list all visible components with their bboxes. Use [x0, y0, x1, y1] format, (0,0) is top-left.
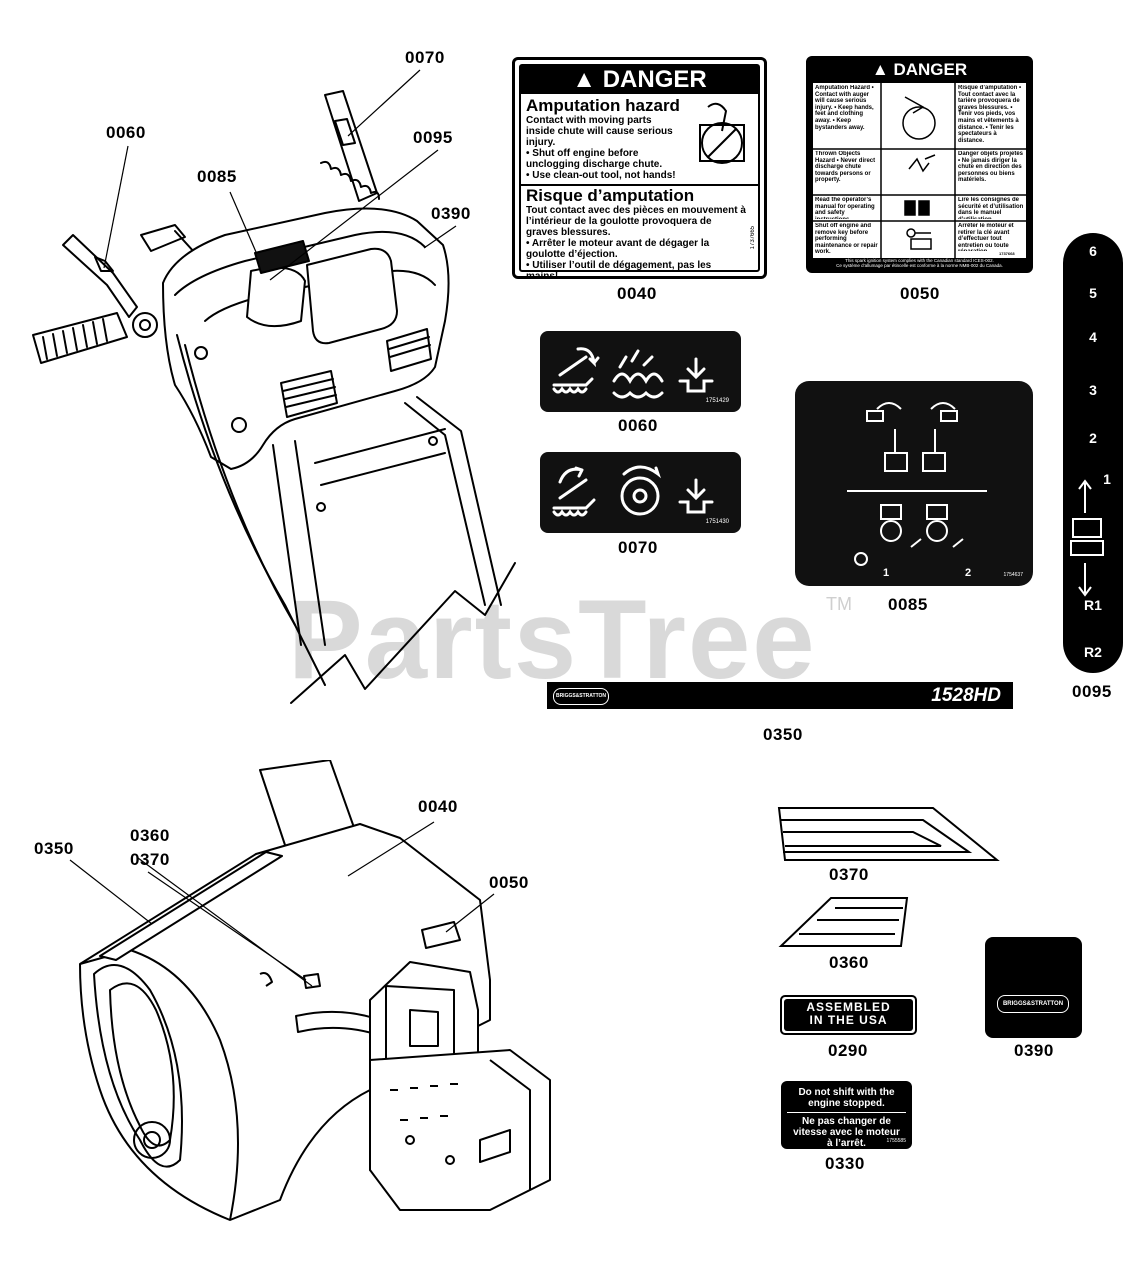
label-0330: 0330	[825, 1154, 865, 1173]
label-0095: 0095	[1072, 682, 1112, 701]
decal-0060-part-no: 1751429	[705, 398, 729, 404]
decal-0050-part-no: 1737668	[999, 251, 1015, 256]
warning-triangle-icon: ▲	[572, 66, 603, 93]
auger-housing-drawing	[79, 760, 551, 1221]
decal-0040-body-fr: Tout contact avec des pièces en mouvemen…	[526, 205, 746, 238]
decal-0070-part-no: 1751430	[705, 519, 729, 525]
partstree-watermark: PartsTree	[288, 577, 817, 702]
decal-0050-cell-4-fr: Arrêter le moteur et retirer la clé avan…	[958, 223, 1014, 251]
callout-0070: 0070	[405, 48, 445, 67]
gear-1: 1	[1103, 471, 1111, 487]
decal-0085-step-1: 1	[883, 567, 890, 579]
gear-5: 5	[1089, 285, 1097, 301]
decal-0290-assembled-usa: ASSEMBLED IN THE USA	[780, 995, 917, 1035]
decal-0330-shift-warning: Do not shift with the engine stopped. Ne…	[781, 1081, 912, 1149]
label-0370: 0370	[829, 865, 869, 884]
callout-0350: 0350	[34, 839, 74, 858]
gear-6: 6	[1089, 243, 1097, 259]
decal-0050-cell-2-en: Thrown Objects Hazard • Never direct dis…	[815, 151, 876, 184]
drive-engage-icons	[552, 465, 714, 517]
briggs-stratton-logo: BRIGGS&STRATTON	[997, 995, 1069, 1013]
hand-in-chute-prohibited-icon	[699, 102, 745, 164]
decal-0050-footer-2: Ce système d’allumage par étincelle est …	[836, 263, 1003, 268]
decal-0050-cell-3-fr: Lire les consignes de sécurité et d’util…	[958, 197, 1024, 219]
label-0040: 0040	[617, 284, 657, 303]
decal-0330-line-fr: Ne pas changer de vitesse avec le moteur…	[793, 1116, 900, 1149]
label-0360: 0360	[829, 953, 869, 972]
decal-0040-bullet-fr-1: • Arrêter le moteur avant de dégager la …	[526, 238, 710, 260]
leader-lines-top	[103, 69, 457, 281]
briggs-stratton-logo: BRIGGS&STRATTON	[553, 688, 609, 705]
gear-4: 4	[1089, 329, 1097, 345]
callout-0370: 0370	[130, 850, 170, 869]
callout-0085: 0085	[197, 167, 237, 186]
callout-0060: 0060	[106, 123, 146, 142]
decal-0085-chute-control: 1 2 1754637	[795, 381, 1033, 586]
decal-0330-part-no: 1755585	[886, 1138, 906, 1144]
decal-0360-stripe	[778, 897, 909, 947]
decal-0040-body-en: Contact with moving parts inside chute w…	[526, 115, 673, 148]
label-0290: 0290	[828, 1041, 868, 1060]
decal-0095-gear-indicator: 6 5 4 3 2 1 R1 R2	[1063, 233, 1123, 673]
auger-engage-icons	[552, 347, 714, 399]
label-0350: 0350	[763, 725, 803, 744]
decal-0050-footer-1: This spark ignition system complies with…	[845, 258, 994, 263]
decal-0370-stripe	[777, 807, 1000, 861]
label-0060: 0060	[618, 416, 658, 435]
decal-0060-auger-control: 1751429	[540, 331, 741, 412]
decal-0290-line-1: ASSEMBLED	[806, 1000, 891, 1014]
decal-0050-header: DANGER	[893, 60, 968, 79]
decal-0050-danger-multi: ▲ DANGER Amputation Hazard • Contact wit…	[806, 56, 1033, 273]
callout-0095: 0095	[413, 128, 453, 147]
decal-0290-line-2: IN THE USA	[809, 1013, 888, 1027]
control-panel-drawing	[32, 90, 516, 704]
leader-lines-bottom	[69, 821, 495, 987]
decal-0050-cell-3-en: Read the operator’s manual for operating…	[815, 197, 875, 219]
decal-0330-line-en: Do not shift with the engine stopped.	[798, 1087, 895, 1109]
decal-0085-part-no: 1754637	[1003, 572, 1023, 578]
decal-0050-grid-lines	[813, 83, 1026, 258]
callout-0360: 0360	[130, 826, 170, 845]
decal-0350-model-stripe: BRIGGS&STRATTON 1528HD	[547, 682, 1013, 709]
trademark-symbol: TM	[826, 594, 852, 614]
decal-0050-cell-4-en: Shut off engine and remove key before pe…	[815, 223, 878, 256]
decal-0040-bullet-en-2: • Use clean-out tool, not hands!	[526, 170, 676, 181]
callout-0040: 0040	[418, 797, 458, 816]
decal-0050-cell-2-fr: Danger objets projetés • Ne jamais dirig…	[958, 151, 1024, 184]
decal-0390-brand-plate: BRIGGS&STRATTON	[985, 937, 1082, 1038]
forward-reverse-arrow-icon	[1070, 479, 1104, 597]
decal-0040-part-no: 1737665	[750, 226, 756, 250]
gear-r1: R1	[1084, 597, 1102, 613]
decal-0040-bullet-en-1: • Shut off engine before unclogging disc…	[526, 148, 663, 170]
decal-0350-model: 1528HD	[931, 685, 1001, 706]
decal-0040-title-en: Amputation hazard	[526, 96, 680, 115]
decal-0050-cell-1-fr: Risque d’amputation • Tout contact avec …	[958, 85, 1022, 144]
decal-0040-title-fr: Risque d’amputation	[526, 186, 695, 205]
decal-0040-amputation-hazard: ▲ DANGER Amputation hazard Contact with …	[512, 57, 767, 282]
label-0050: 0050	[900, 284, 940, 303]
decal-0070-drive-control: 1751430	[540, 452, 741, 533]
decal-0040-bullet-fr-2: • Utiliser l’outil de dégagement, pas le…	[526, 260, 712, 282]
label-0070: 0070	[618, 538, 658, 557]
decal-0040-header: DANGER	[602, 66, 707, 93]
decal-0050-cell-1-en: Amputation Hazard • Contact with auger w…	[815, 85, 874, 131]
label-0390: 0390	[1014, 1041, 1054, 1060]
callout-0390: 0390	[431, 204, 471, 223]
chute-control-icons	[847, 402, 987, 566]
gear-2: 2	[1089, 430, 1097, 446]
decal-0085-step-2: 2	[965, 567, 972, 579]
gear-3: 3	[1089, 382, 1097, 398]
warning-triangle-icon: ▲	[871, 60, 894, 79]
callout-0050: 0050	[489, 873, 529, 892]
gear-r2: R2	[1084, 644, 1102, 660]
label-0085: 0085	[888, 595, 928, 614]
